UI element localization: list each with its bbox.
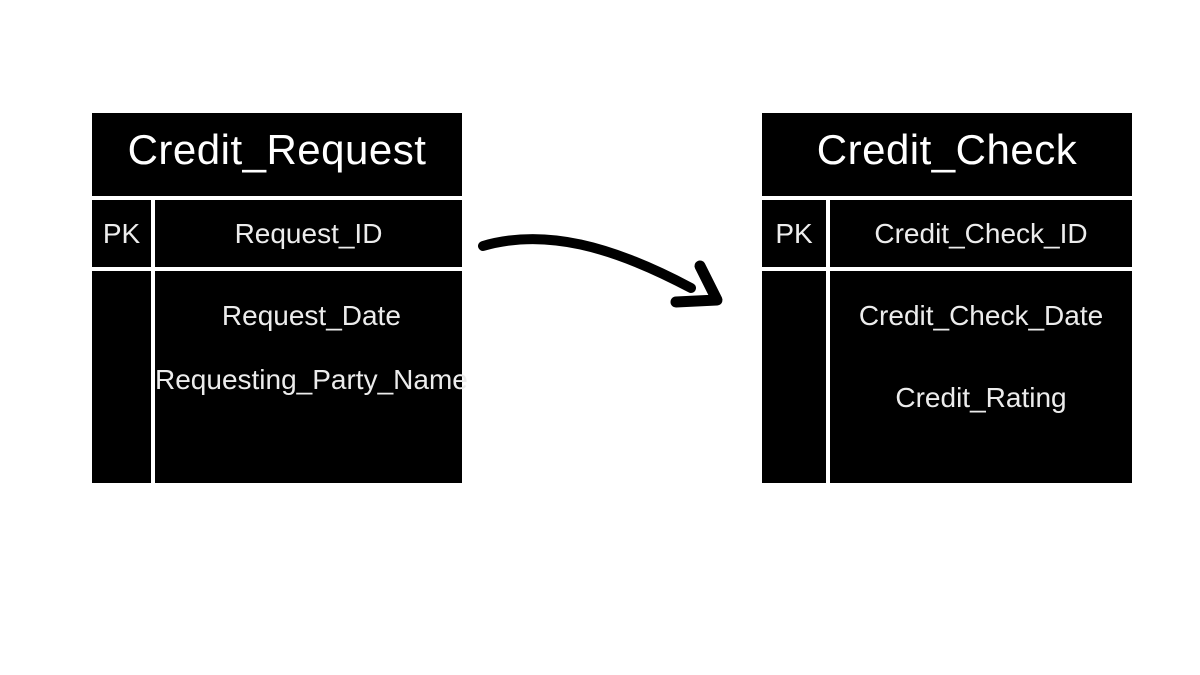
pk-label: PK — [762, 200, 830, 267]
pk-column-spacer — [92, 271, 155, 483]
attribute-name: Credit_Rating — [895, 382, 1067, 413]
pk-row: PK Credit_Check_ID — [762, 200, 1132, 271]
entity-title: Credit_Request — [92, 113, 462, 200]
entity-title: Credit_Check — [762, 113, 1132, 200]
attributes-list: Request_Date Requesting_Party_Name — [155, 271, 468, 483]
entity-credit-request: Credit_Request PK Request_ID Request_Dat… — [92, 113, 468, 483]
attribute-name: Request_Date — [221, 300, 401, 331]
attributes-row: Credit_Check_Date Credit_Rating — [762, 271, 1132, 483]
pk-field-name: Request_ID — [234, 217, 383, 249]
pk-column-spacer — [762, 271, 830, 483]
attributes-list: Credit_Check_Date Credit_Rating — [830, 271, 1132, 483]
attribute-name: Requesting_Party_Name — [155, 364, 468, 395]
attributes-row: Request_Date Requesting_Party_Name — [92, 271, 468, 483]
pk-field-name: Credit_Check_ID — [874, 217, 1088, 249]
attribute-name: Credit_Check_Date — [858, 300, 1104, 331]
entity-credit-check: Credit_Check PK Credit_Check_ID Credit_C… — [762, 113, 1132, 483]
pk-row: PK Request_ID — [92, 200, 462, 271]
pk-label: PK — [92, 200, 155, 267]
